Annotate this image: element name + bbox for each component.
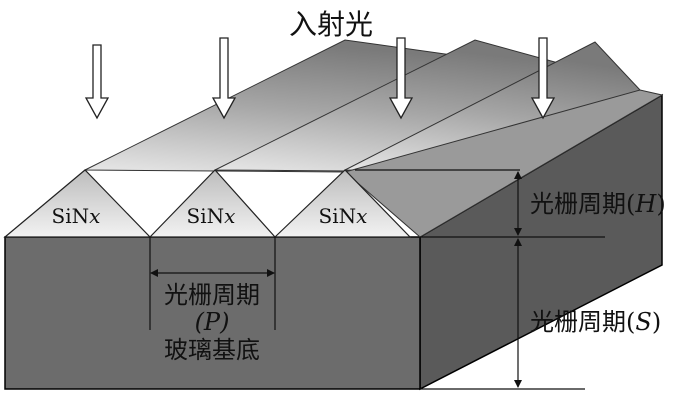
period-p-symbol: (P) xyxy=(195,308,230,336)
incident-light-arrow-icon xyxy=(388,37,414,120)
prism-face-3 xyxy=(273,169,412,238)
period-p-dimension xyxy=(149,237,276,330)
prism-label-2: SiNx xyxy=(187,204,236,228)
prism-faces xyxy=(3,169,412,238)
incident-light-arrow-icon xyxy=(211,37,237,120)
prism-label-3: SiNx xyxy=(319,204,368,228)
period-p-label: 光栅周期 xyxy=(164,281,260,309)
incident-light-arrow-icon xyxy=(84,44,110,120)
substrate-front-face xyxy=(4,236,421,390)
substrate-label: 玻璃基底 xyxy=(164,336,260,364)
prism-face-1 xyxy=(3,169,152,238)
period-s-label: 光栅周期(S) xyxy=(530,308,661,336)
prism-face-2 xyxy=(148,169,277,238)
height-dimension xyxy=(355,169,605,390)
incident-light-title: 入射光 xyxy=(289,8,373,41)
grating-ridges xyxy=(84,39,664,238)
incident-light-arrow-icon xyxy=(530,37,556,120)
period-h-label: 光栅周期(H) xyxy=(530,190,666,218)
prism-label-1: SiNx xyxy=(52,204,101,228)
incident-light-arrows xyxy=(84,37,556,120)
